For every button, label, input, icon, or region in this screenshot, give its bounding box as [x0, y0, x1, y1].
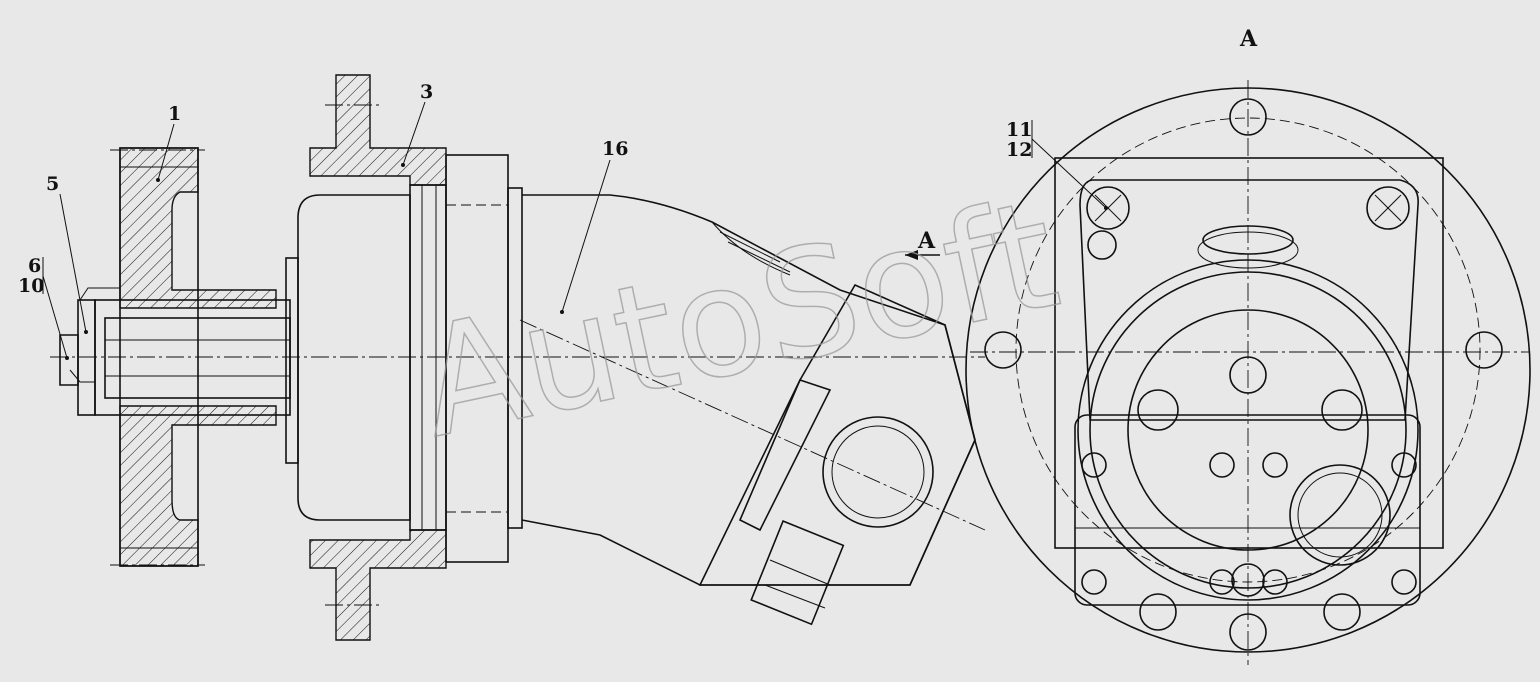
callout-3: 3 — [420, 81, 433, 103]
shaft — [59, 287, 291, 416]
angled-housing-part-16 — [521, 194, 976, 626]
motor-mounting-flange — [445, 154, 523, 563]
side-section-view — [50, 74, 986, 641]
callout-11: 11 — [1006, 119, 1032, 141]
section-label: A — [1239, 26, 1258, 52]
callout-12: 12 — [1006, 139, 1032, 161]
callout-16: 16 — [602, 138, 628, 160]
view-arrow-label: A — [917, 228, 936, 254]
gear-part-1 — [110, 147, 277, 567]
callouts: 1 3 5 6 10 16 11 12 — [18, 81, 1108, 360]
callout-1: 1 — [168, 103, 181, 125]
callout-10: 10 — [18, 275, 44, 297]
callout-6: 6 — [28, 255, 41, 277]
callout-5: 5 — [46, 173, 59, 195]
view-arrow: A — [905, 228, 940, 260]
flange-housing-part-3 — [285, 74, 447, 641]
end-view-a — [965, 80, 1531, 665]
